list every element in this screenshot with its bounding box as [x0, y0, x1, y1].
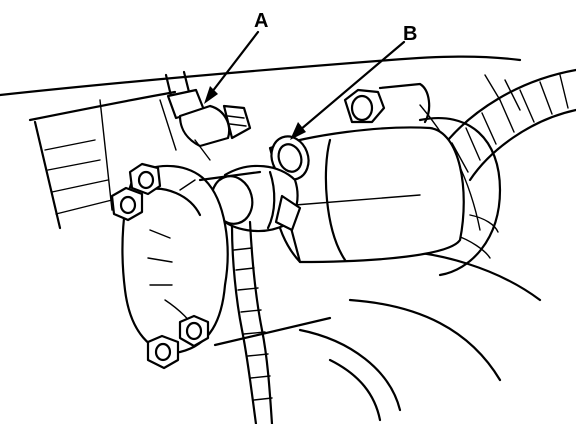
leader-b: [290, 40, 406, 140]
starter-cable: [230, 220, 274, 424]
callout-label-a: A: [254, 10, 268, 32]
connector-a: [159, 70, 252, 161]
mounting-bracket: [298, 117, 542, 422]
engine-body-outline: [0, 55, 522, 231]
bolt-lower: [178, 314, 210, 348]
mounting-bolt-top: [343, 82, 431, 124]
bolt-left: [110, 186, 144, 222]
bolt-bottom: [146, 334, 180, 370]
o-ring-b: [270, 135, 310, 181]
leader-a: [204, 30, 260, 104]
starter-body: [268, 126, 465, 264]
callout-label-b: B: [403, 23, 417, 45]
bolt-upper-left: [128, 162, 162, 196]
